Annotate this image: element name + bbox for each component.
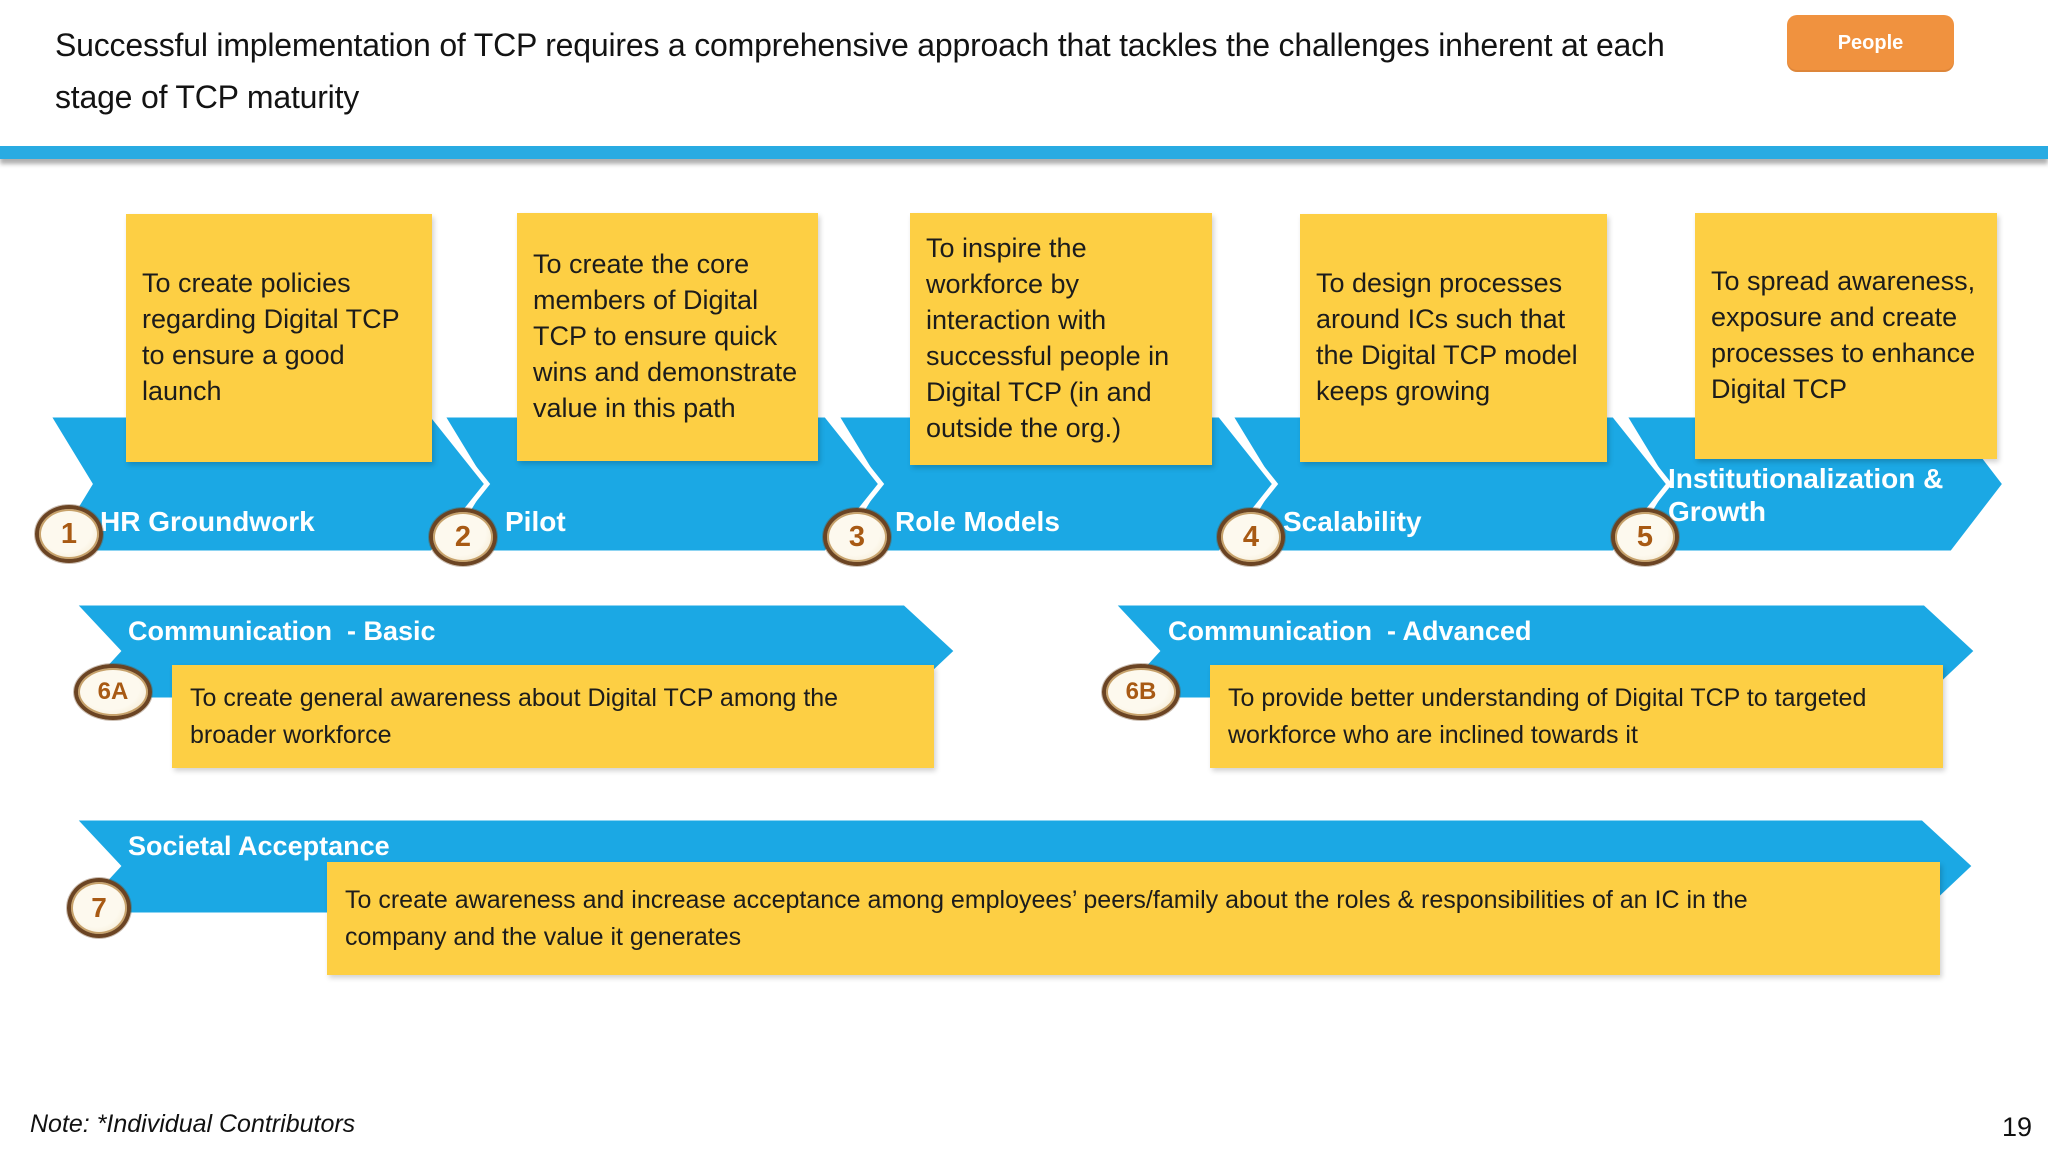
stage-desc-text: To inspire the workforce by interaction …: [926, 233, 1170, 443]
badge-number: 5: [1636, 520, 1654, 553]
people-tag: People: [1787, 15, 1954, 72]
stage-desc-box-4: To design processes around ICs such that…: [1300, 214, 1607, 462]
band-label-7: Societal Acceptance: [128, 831, 390, 861]
band-number-badge-6b: 6B: [1102, 664, 1180, 720]
badge-number: 2: [454, 520, 472, 553]
band-desc-box-6a: To create general awareness about Digita…: [172, 665, 934, 768]
badge-number: 3: [848, 520, 866, 553]
stage-number-badge-2: 2: [429, 508, 497, 566]
band-desc-box-7: To create awareness and increase accepta…: [327, 862, 1940, 975]
band-desc-box-6b: To provide better understanding of Digit…: [1210, 665, 1943, 768]
stage-number-badge-1: 1: [35, 505, 103, 563]
stage-label-4: Scalability: [1283, 506, 1422, 537]
band-desc-text: To create awareness and increase accepta…: [345, 886, 1748, 951]
stage-desc-box-1: To create policies regarding Digital TCP…: [126, 214, 432, 462]
stage-label-2: Pilot: [505, 506, 566, 537]
stage-label-3: Role Models: [895, 506, 1060, 537]
stage-label-1: HR Groundwork: [100, 506, 315, 537]
badge-number: 6B: [1125, 678, 1157, 705]
accent-divider: [0, 146, 2048, 159]
stage-desc-text: To create the core members of Digital TC…: [533, 249, 798, 423]
badge-number: 6A: [97, 678, 129, 705]
stage-number-badge-4: 4: [1217, 508, 1285, 566]
stage-number-badge-3: 3: [823, 508, 891, 566]
stage-desc-text: To spread awareness, exposure and create…: [1711, 266, 1976, 404]
stage-number-badge-5: 5: [1611, 508, 1679, 566]
band-number-badge-7: 7: [67, 878, 131, 938]
band-number-badge-6a: 6A: [74, 664, 152, 720]
footnote: Note: *Individual Contributors: [30, 1110, 356, 1138]
badge-number: 7: [91, 892, 107, 923]
page-number: 19: [2001, 1112, 2032, 1142]
band-desc-text: To provide better understanding of Digit…: [1228, 684, 1867, 749]
band-desc-text: To create general awareness about Digita…: [190, 684, 839, 749]
slide-title: Successful implementation of TCP require…: [55, 27, 1665, 115]
band-label-6a: Communication - Basic: [128, 616, 436, 646]
badge-number: 1: [60, 517, 78, 550]
stage-desc-box-3: To inspire the workforce by interaction …: [910, 213, 1212, 465]
badge-number: 4: [1242, 520, 1260, 553]
stage-desc-text: To create policies regarding Digital TCP…: [142, 268, 400, 406]
band-label-6b: Communication - Advanced: [1168, 616, 1532, 646]
stage-desc-text: To design processes around ICs such that…: [1316, 268, 1578, 406]
stage-desc-box-5: To spread awareness, exposure and create…: [1695, 213, 1997, 459]
people-tag-label: People: [1837, 32, 1904, 54]
stage-desc-box-2: To create the core members of Digital TC…: [517, 213, 818, 461]
stage-label-5: Institutionalization & Growth: [1668, 463, 1944, 528]
